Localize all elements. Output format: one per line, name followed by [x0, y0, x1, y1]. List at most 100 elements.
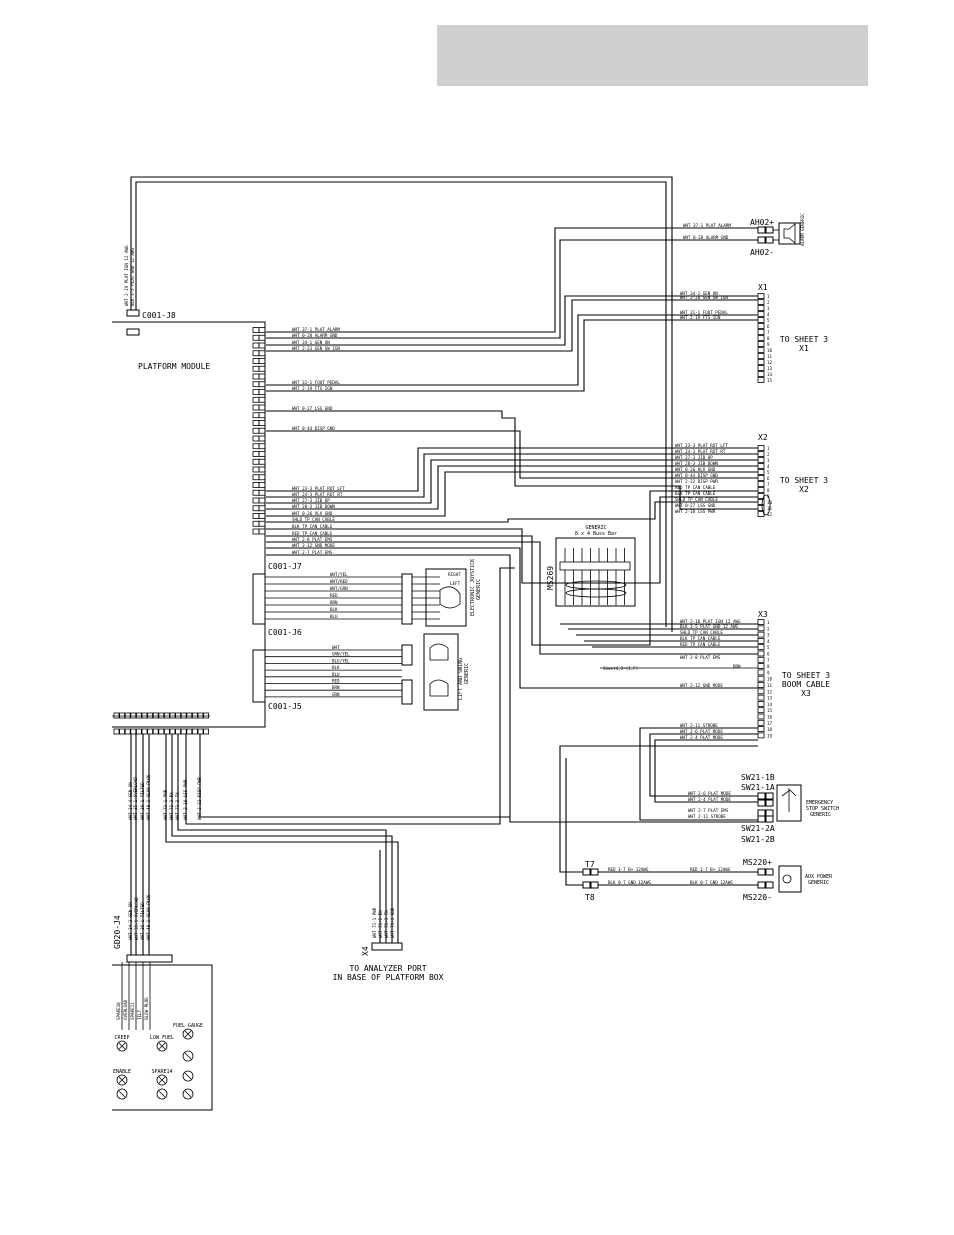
x1-terminal-number: 2 [767, 300, 770, 305]
j6-color-label: BLK [332, 665, 340, 670]
bottom-pin [119, 712, 125, 719]
x3-terminal [757, 644, 765, 651]
bottom-pin [175, 712, 182, 719]
alarm-device [757, 222, 801, 245]
pin [252, 435, 260, 442]
x2-terminal-number: 12 [767, 512, 773, 517]
x3-terminal-number: 10 [767, 677, 773, 682]
x2-wire-label: WHT 23-3 PLAT ROT LFT [675, 443, 728, 448]
x1-terminal [757, 293, 765, 299]
x1-terminal-number: 4 [767, 312, 770, 317]
pin [258, 427, 266, 434]
t8-label: T8 [585, 893, 595, 902]
pin [258, 489, 266, 496]
platform-wire [290, 541, 758, 655]
platform-wire-label: WHT 2-7 PLAT EMS [292, 550, 333, 555]
x3-terminal-number: 1 [767, 620, 770, 625]
x1-terminal-number: 6 [767, 324, 770, 329]
x3-terminal [757, 656, 765, 663]
x1-terminal [757, 365, 765, 371]
to-sheet3-x2-line1: TO SHEET 3 [780, 476, 828, 485]
lamp-icon [116, 1040, 128, 1052]
bottom-wire [177, 734, 387, 943]
gd20-module [112, 954, 213, 1111]
x2-terminal [757, 451, 765, 457]
platform-wire [290, 447, 758, 492]
x4-label: X4 [361, 946, 370, 956]
x3-terminal-number: 11 [767, 683, 773, 688]
sw-wire-label: WHT 2-4 PLAT MODE [688, 797, 731, 802]
pin [252, 358, 260, 364]
x3-label: X3 [758, 610, 768, 619]
x3-terminal-number: 14 [767, 702, 773, 707]
aux-power-device [582, 865, 802, 893]
joystick-line2: GENERIC [476, 579, 482, 600]
x2-wire-label: WHT 0-44 DISP GND [675, 473, 718, 478]
x3-wire-label: WHT 2-6 PLAT MODE [680, 729, 723, 734]
x2-terminal-number: 1 [767, 446, 770, 451]
bottom-pin [163, 728, 170, 735]
x3-terminal-number: 17 [767, 721, 773, 726]
labels-layer: C001-J8 PLATFORM MODULE C001-J7 C001-J6 … [113, 213, 839, 1020]
pin [252, 412, 260, 419]
lift-switch-line1: LIFT AND SWING [458, 658, 464, 700]
x1-terminal [757, 341, 765, 347]
pin [252, 458, 260, 465]
pin [252, 373, 260, 380]
platform-wire-label: WHT 37-1 PLAT ALARM [292, 327, 340, 332]
x3-terminal [757, 625, 765, 632]
platform-wire [290, 547, 758, 689]
x3-mode-wire [649, 733, 758, 797]
bottom-wire [165, 734, 399, 943]
x2-terminal [757, 499, 765, 505]
to-sheet3-x3-line2: BOOM CABLE [782, 680, 830, 689]
lamp-icon [182, 1088, 194, 1100]
bottom-pin [113, 712, 120, 719]
x3-terminal [757, 688, 765, 695]
pin [252, 396, 260, 403]
bottom-pin [141, 712, 148, 719]
lamp-icon [182, 1028, 194, 1040]
x2-terminal [757, 505, 765, 511]
platform-wire-label: WHT 0-44 DISP GND [292, 426, 335, 431]
pin [252, 381, 260, 388]
x2-terminal [757, 475, 765, 481]
pin [258, 365, 266, 372]
x3-wire-label: WHT 2-12 GND MODE [680, 683, 723, 688]
j7-color-label: BLK [330, 607, 338, 612]
x1-terminal [757, 311, 765, 317]
platform-module-label: PLATFORM MODULE [138, 362, 210, 371]
platform-wire-label: WHT 28-3 JIB DOWN [292, 504, 335, 509]
c001-j7-connector [252, 568, 467, 627]
x3-terminal [757, 669, 765, 676]
sw-wire-label: WHT 2-7 PLAT EMS [688, 808, 729, 813]
bottom-pin [169, 712, 176, 719]
bottom-pin [197, 728, 204, 735]
pin [252, 520, 260, 527]
j7-color-label: BLU [330, 614, 338, 619]
x3-terminal-number: 15 [767, 708, 773, 713]
sw-wire-label: WHT 2-6 PLAT MODE [688, 791, 731, 796]
pin [252, 420, 260, 426]
lamp-cross [184, 1030, 192, 1038]
x1-wire-label: WHT 34-1 GEN ON [680, 291, 718, 296]
sw21-2b-label: SW21-2B [741, 835, 775, 844]
x2-terminal-number: 8 [767, 488, 770, 493]
x3-terminal-number: 16 [767, 715, 773, 720]
lamp-label: CREEP [114, 1035, 129, 1041]
x1-terminal [757, 359, 765, 365]
j8-wire-label: BLK 3-5 PLAT GND 12 AWG [130, 248, 135, 306]
x1-terminal-number: 7 [767, 330, 770, 335]
x2-wire-label: WHT 24-3 PLAT ROT RT [675, 449, 726, 454]
bottom-pin [119, 728, 125, 735]
wire-layer [121, 227, 771, 1030]
generic-box-line1: GENERIC [585, 525, 606, 531]
x3-wire-label: BLK 3-5 PLAT GND 12 AWG [680, 624, 738, 629]
c001-j6-connector [252, 633, 459, 711]
x4-wire-label: WHT 71-3 TX [384, 910, 389, 938]
c001-j8-connector [126, 176, 673, 632]
ms220-plus-label: MS220+ [743, 858, 772, 867]
platform-wire [290, 465, 758, 510]
x3-terminal [757, 682, 765, 688]
